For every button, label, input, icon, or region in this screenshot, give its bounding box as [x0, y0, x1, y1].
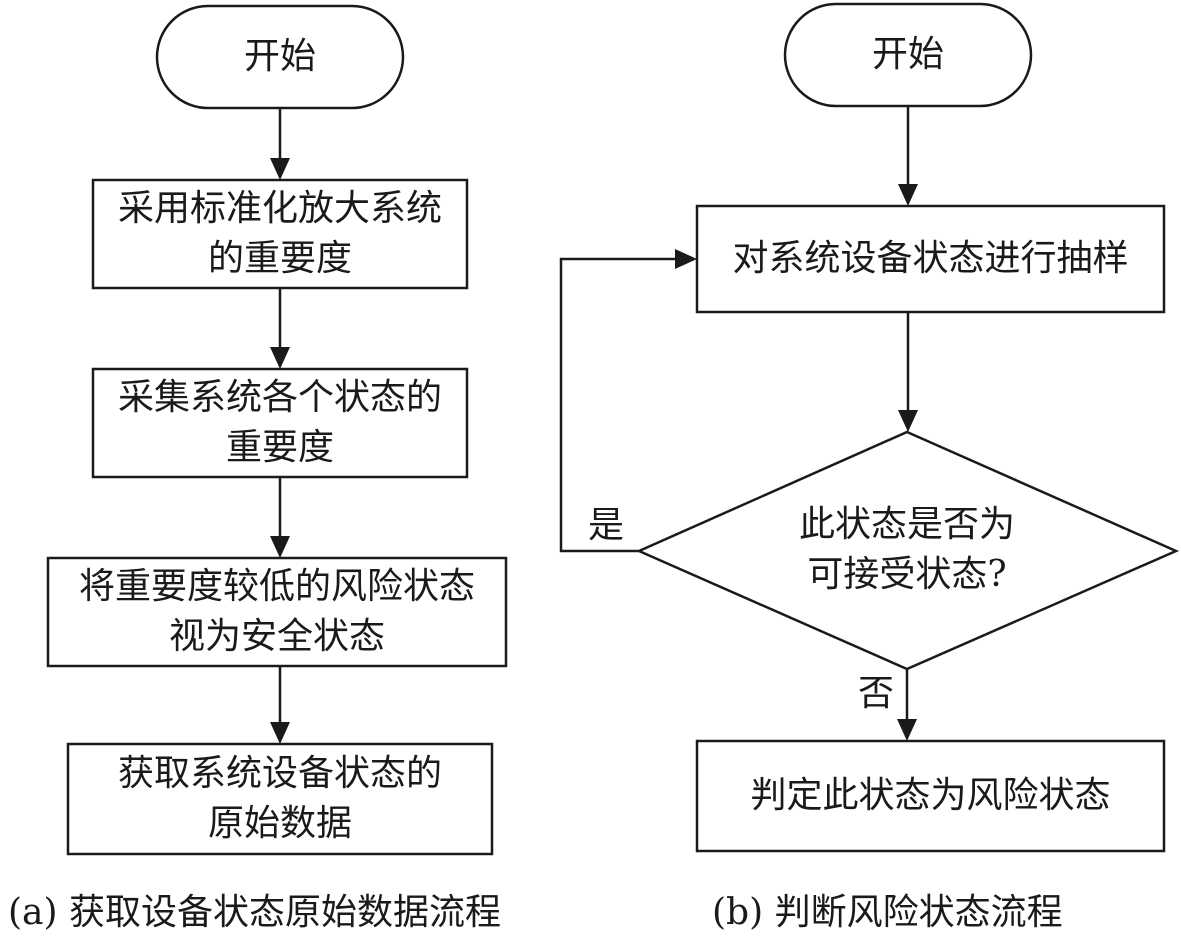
- b-start-label: 开始: [871, 34, 944, 75]
- b-arrow-sample-decision: [898, 312, 918, 432]
- a-start-label: 开始: [243, 36, 316, 77]
- a-step2-label: 采集系统各个状态的 重要度: [117, 377, 442, 468]
- b-yes-label: 是: [587, 505, 624, 546]
- b-arrow-decision-result: [897, 669, 917, 741]
- b-decision-label: 此状态是否为 可接受状态?: [798, 504, 1015, 595]
- a-step1-label: 采用标准化放大系统 的重要度: [117, 188, 442, 279]
- a-arrow-step3-step4: [270, 666, 290, 744]
- a-step4-box: [66, 742, 494, 856]
- a-arrow-start-step1: [270, 108, 290, 180]
- a-arrow-step2-step3: [270, 477, 290, 558]
- b-caption: (b) 判断风险状态流程: [712, 892, 1063, 933]
- b-sample-label: 对系统设备状态进行抽样: [732, 238, 1129, 279]
- b-result-box: [695, 739, 1166, 853]
- a-step4-label: 获取系统设备状态的 原始数据: [117, 753, 442, 844]
- a-step1-box: [91, 178, 469, 290]
- b-sample-box: [695, 204, 1166, 314]
- b-arrow-yes-loop: [559, 249, 697, 553]
- a-step3-box: [46, 556, 508, 668]
- b-arrow-start-sample: [898, 106, 918, 206]
- a-caption: (a) 获取设备状态原始数据流程: [8, 892, 501, 933]
- a-arrow-step1-step2: [270, 288, 290, 369]
- a-step3-label: 将重要度较低的风险状态 视为安全状态: [78, 566, 475, 657]
- b-result-label: 判定此状态为风险状态: [750, 775, 1111, 816]
- b-no-label: 否: [857, 673, 894, 714]
